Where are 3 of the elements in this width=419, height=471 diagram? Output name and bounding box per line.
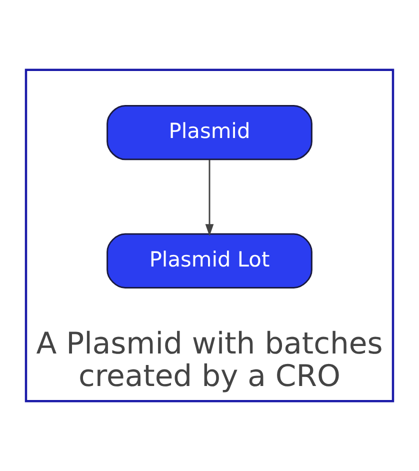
arrow — [205, 160, 214, 236]
node-box: Plasmid — [106, 104, 312, 160]
node-box: Plasmid Lot — [106, 233, 312, 288]
